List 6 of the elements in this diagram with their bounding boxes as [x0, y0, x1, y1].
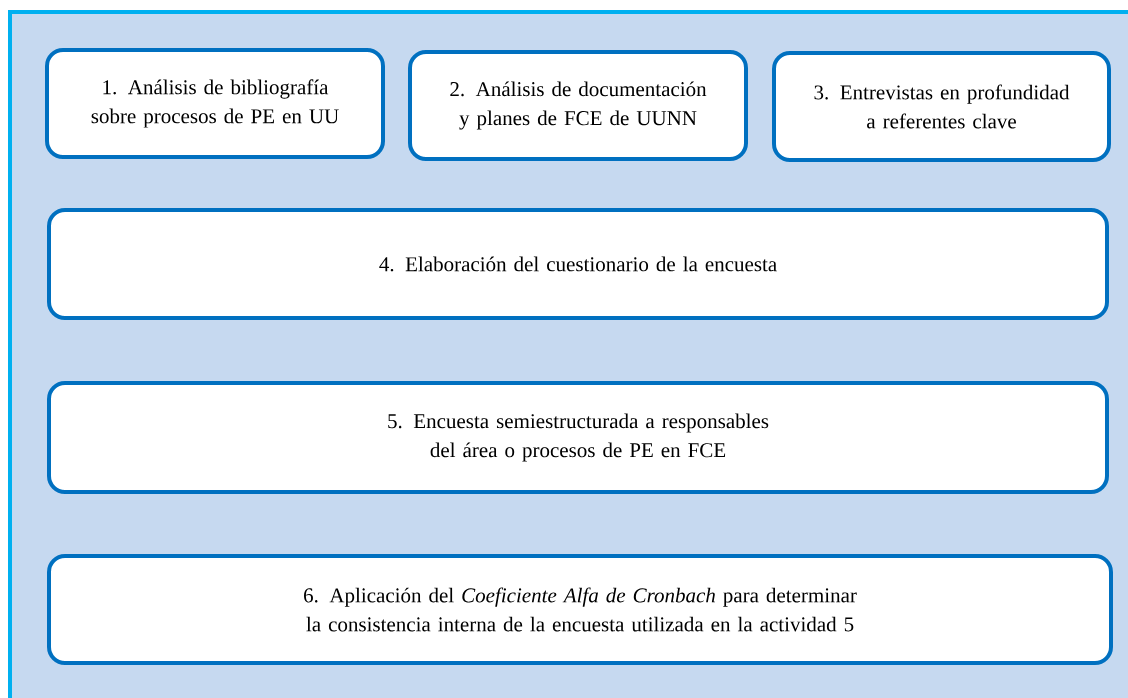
step-box: 3. Entrevistas en profundidad a referentes clave — [772, 51, 1111, 162]
step-box: 4. Elaboración del cuestionario de la encuesta — [47, 208, 1109, 320]
step-box: 1. Análisis de bibliografía sobre procesos de PE en UU — [45, 48, 385, 159]
step-box: 2. Análisis de documentación y planes de FCE de UUNN — [408, 50, 748, 161]
step-box: 6. Aplicación del Coeficiente Alfa de Cronbach para determinar la consistencia interna de la encuesta utilizada en la actividad 5 — [47, 554, 1113, 665]
step-box: 5. Encuesta semiestructurada a responsables del área o procesos de PE en FCE — [47, 381, 1109, 494]
